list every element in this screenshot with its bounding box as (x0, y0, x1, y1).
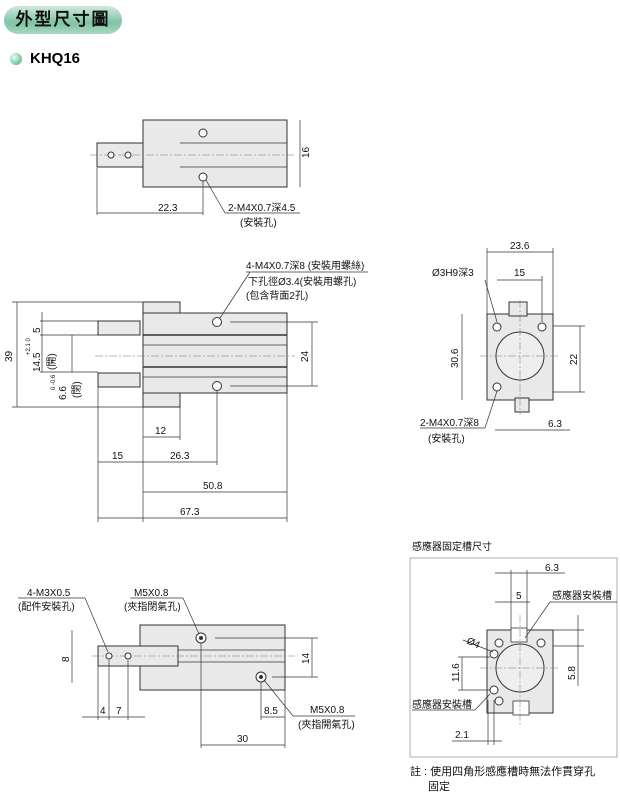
section-title: 外型尺寸圖 (4, 6, 122, 34)
bullet-icon (10, 52, 22, 65)
svg-text:14.5: 14.5 (32, 352, 43, 372)
svg-text:11.6: 11.6 (451, 663, 462, 682)
svg-text:30: 30 (237, 734, 249, 745)
svg-text:(安裝孔): (安裝孔) (428, 432, 465, 445)
svg-text:5.8: 5.8 (567, 666, 578, 680)
model-name: KHQ16 (30, 50, 81, 67)
svg-text:(閉): (閉) (71, 381, 83, 398)
model-label: KHQ16 (10, 50, 80, 67)
svg-text:26.3: 26.3 (170, 451, 190, 462)
svg-text:(包含背面2孔): (包含背面2孔) (246, 289, 308, 302)
svg-text:2.1: 2.1 (455, 730, 469, 741)
svg-text:5: 5 (516, 591, 522, 602)
svg-text:7: 7 (116, 706, 122, 717)
svg-text:14: 14 (301, 652, 312, 664)
svg-text:感應器固定槽尺寸: 感應器固定槽尺寸 (412, 540, 492, 553)
bottom-view: 4-M3X0.5(配件安裝孔) M5X0.8(夾指閉氣孔) M5X0.8(夾指開… (18, 588, 355, 748)
svg-text:6.3: 6.3 (548, 419, 562, 430)
svg-text:M5X0.8: M5X0.8 (134, 588, 169, 599)
svg-text:50.8: 50.8 (203, 481, 223, 492)
svg-text:23.6: 23.6 (510, 241, 530, 252)
top-view: 16 22.3 2-M4X0.7深4.5 (安裝孔) (90, 119, 312, 229)
svg-text:15: 15 (112, 451, 124, 462)
svg-text:M5X0.8: M5X0.8 (310, 705, 345, 716)
svg-text:(夾指開氣孔): (夾指開氣孔) (298, 718, 355, 731)
svg-text:6.3: 6.3 (545, 563, 559, 574)
sensor-note: 註 : 使用四角形感應槽時無法作貫穿孔 (410, 764, 595, 778)
svg-text:4-M4X0.7深8 (安裝用螺絲): 4-M4X0.7深8 (安裝用螺絲) (246, 259, 364, 272)
svg-text:22: 22 (569, 353, 580, 365)
svg-text:6.6: 6.6 (58, 386, 69, 400)
svg-text:8.5: 8.5 (264, 706, 278, 717)
sensor-slot-detail: 感應器固定槽尺寸 6.3 5 感應器安裝槽 Ø4 11.6 5.8 感應器安裝槽… (409, 540, 618, 758)
svg-text:Ø4: Ø4 (465, 636, 482, 652)
svg-text:67.3: 67.3 (180, 507, 200, 518)
svg-text:感應器安裝槽: 感應器安裝槽 (412, 698, 472, 711)
svg-text:(夾指閉氣孔): (夾指閉氣孔) (124, 600, 181, 613)
svg-text:(開): (開) (46, 353, 58, 370)
svg-text:感應器安裝槽: 感應器安裝槽 (552, 589, 612, 602)
svg-text:15: 15 (514, 268, 526, 279)
svg-text:(配件安裝孔): (配件安裝孔) (18, 600, 75, 613)
svg-text:4-M3X0.5: 4-M3X0.5 (27, 588, 71, 599)
svg-text:下孔徑Ø3.4(安裝用螺孔): 下孔徑Ø3.4(安裝用螺孔) (248, 275, 356, 288)
svg-text:Ø3H9深3: Ø3H9深3 (432, 267, 474, 279)
svg-text:2-M4X0.7深4.5: 2-M4X0.7深4.5 (228, 202, 296, 214)
svg-text:39: 39 (4, 350, 15, 362)
sensor-note-cont: 固定 (428, 779, 450, 793)
svg-text:4: 4 (100, 706, 106, 717)
svg-text:2-M4X0.7深8: 2-M4X0.7深8 (420, 417, 479, 429)
svg-text:30.6: 30.6 (450, 348, 461, 368)
side-view: 4-M4X0.7深8 (安裝用螺絲) 下孔徑Ø3.4(安裝用螺孔)(包含背面2孔)… (4, 259, 368, 522)
svg-text:0 -0.6: 0 -0.6 (51, 374, 57, 390)
svg-text:(安裝孔): (安裝孔) (240, 216, 277, 229)
svg-text:12: 12 (155, 426, 167, 437)
end-view: 23.6 15 30.6 22 6.3 Ø3H9深3 2-M4X0.7深8 (安裝… (420, 241, 585, 445)
svg-text:5: 5 (32, 327, 43, 333)
svg-text:8: 8 (61, 656, 72, 662)
svg-text:22.3: 22.3 (158, 203, 178, 214)
svg-text:16: 16 (301, 146, 312, 158)
svg-text:24: 24 (300, 350, 311, 362)
svg-text:+2.1 0: +2.1 0 (26, 337, 32, 355)
